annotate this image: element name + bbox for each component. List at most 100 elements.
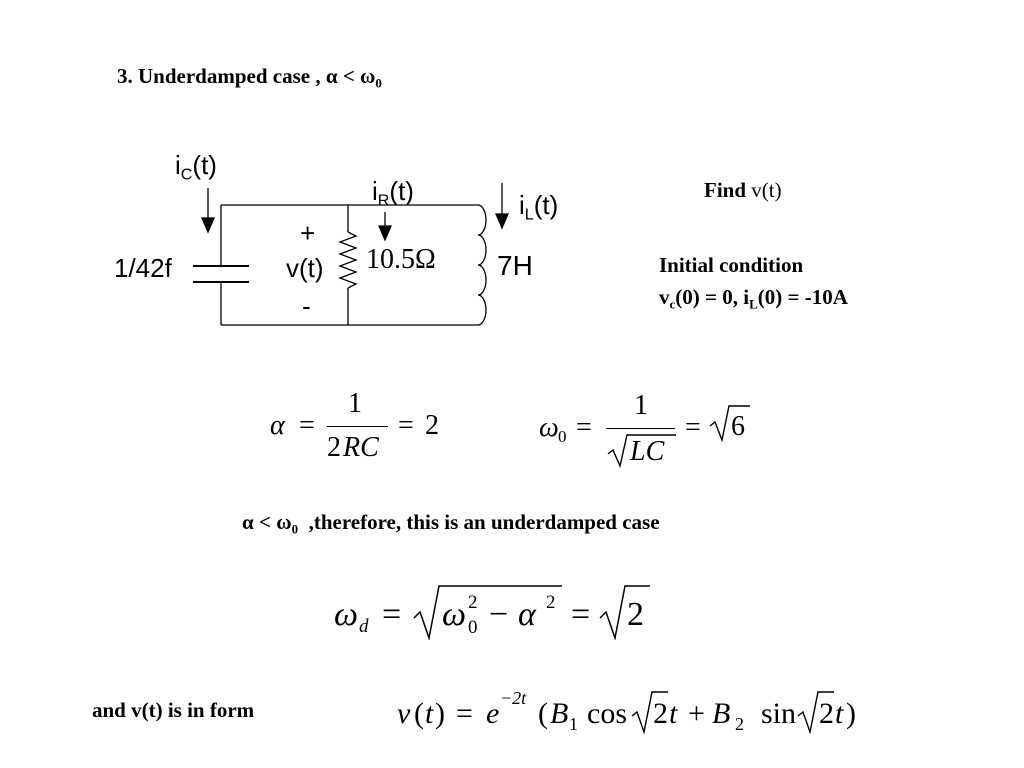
vt-exponent: −2t	[500, 688, 527, 708]
resistor-value: 10.5Ω	[366, 244, 436, 275]
ir-label: iR(t)	[372, 176, 414, 210]
capacitor-plates	[193, 265, 249, 283]
omegad-alpha: α	[518, 596, 536, 633]
vt-e: e	[486, 697, 500, 730]
omegad-lhs: ω	[334, 596, 359, 633]
vt-b2-sub: 2	[735, 714, 744, 734]
vt-lparen: (	[414, 697, 424, 730]
omega0-value-radical-sign	[709, 405, 750, 442]
il-label: iL(t)	[519, 190, 559, 224]
omega0-den-lc: LC	[630, 436, 665, 467]
vt-b1-sub: 1	[569, 714, 578, 734]
heading-omega: ω	[360, 64, 376, 88]
ir-label-main: i	[372, 176, 378, 206]
vt-t: t	[425, 697, 434, 730]
omega0-numerator: 1	[634, 390, 648, 421]
conclusion-text: ,therefore, this is an underdamped case	[298, 510, 660, 534]
il-label-sub: L	[524, 205, 534, 224]
ir-label-sub: R	[377, 191, 390, 210]
omega0-lhs-sub: 0	[558, 427, 567, 446]
find-statement: Find v(t)	[704, 178, 782, 203]
initial-v: v	[659, 285, 670, 309]
conclusion-omega: ω	[276, 510, 292, 534]
omega0-fraction-bar	[606, 428, 675, 429]
current-arrows	[201, 183, 509, 242]
conclusion-omega-sub: 0	[291, 521, 299, 537]
vt-b2: B	[712, 697, 731, 730]
inductor-coil	[477, 204, 487, 326]
omegad-omega: ω	[442, 596, 467, 633]
vt-b1: B	[550, 697, 569, 730]
vt-plus: +	[688, 697, 705, 730]
vt-t-b: t	[835, 697, 844, 730]
alpha-lhs: α	[270, 410, 285, 441]
ir-arrow-head	[378, 225, 392, 242]
initial-v-sub: c	[669, 296, 676, 312]
vt-cos: cos	[587, 697, 627, 730]
initial-part1: (0) = 0, i	[675, 285, 750, 309]
omegad-value-radical-sign	[599, 585, 650, 640]
omega0-value: 6	[731, 411, 745, 442]
capacitor-value: 1/42f	[114, 253, 172, 283]
omegad-radical-sign	[413, 585, 562, 640]
underdamped-conclusion: α < ω0 ,therefore, this is an underdampe…	[242, 510, 660, 537]
voltage-minus-sign: -	[302, 291, 311, 321]
vt-equals: =	[456, 697, 473, 730]
vt-close-paren: )	[846, 697, 856, 730]
vt-two-b: 2	[819, 697, 834, 730]
find-prefix: Find	[704, 178, 752, 202]
omegad-value: 2	[627, 596, 644, 633]
omegad-omega-sup: 2	[468, 592, 478, 613]
vt-rparen: )	[435, 697, 445, 730]
omegad-alpha-sup: 2	[546, 592, 556, 613]
alpha-fraction-bar	[327, 426, 388, 427]
resistor-zigzag	[338, 231, 358, 289]
initial-condition-values: vc(0) = 0, iL(0) = -10A	[659, 285, 848, 312]
vt-t-a: t	[669, 697, 678, 730]
vt-sin: sin	[761, 697, 797, 730]
ic-label-sub: C	[180, 165, 193, 184]
omega0-eq2: =	[685, 412, 701, 443]
ic-label-main: i	[175, 150, 181, 180]
conclusion-op: <	[253, 510, 277, 534]
ic-arrow-head	[201, 217, 215, 234]
omegad-eq2: =	[571, 596, 591, 633]
heading-op: <	[337, 64, 361, 88]
alpha-eq1: =	[299, 410, 315, 441]
conclusion-alpha: α	[242, 510, 254, 534]
heading-alpha: α	[325, 64, 338, 88]
inductor-value: 7H	[497, 250, 533, 281]
il-label-main: i	[519, 190, 525, 220]
initial-part2: (0) = -10A	[757, 285, 848, 309]
il-arrow-head	[495, 213, 509, 230]
initial-i-sub: L	[749, 296, 758, 312]
voltage-plus-sign: +	[300, 218, 316, 248]
il-label-tail: (t)	[533, 190, 559, 220]
alpha-den-2: 2	[327, 432, 341, 463]
initial-condition-title: Initial condition	[659, 253, 804, 277]
omega0-eq1: =	[576, 412, 592, 443]
omegad-lhs-sub: d	[359, 616, 369, 637]
alpha-eq2: =	[398, 410, 414, 441]
find-target: v(t)	[751, 178, 782, 202]
omega0-radical-sign	[607, 434, 676, 468]
omega0-lhs: ω	[539, 412, 559, 443]
ir-label-tail: (t)	[389, 176, 414, 206]
vt-open-paren: (	[538, 697, 548, 730]
ic-label-tail: (t)	[192, 150, 217, 180]
heading-prefix: 3. Underdamped case ,	[117, 64, 326, 88]
alpha-value: 2	[425, 410, 439, 441]
vt-sin-radical-sign	[797, 691, 834, 734]
vt-v: v	[397, 697, 411, 730]
omegad-eq1: =	[382, 596, 402, 633]
omegad-minus: −	[489, 596, 509, 633]
vt-two-a: 2	[653, 697, 668, 730]
alpha-den-rc: RC	[343, 432, 379, 463]
alpha-numerator: 1	[348, 388, 362, 419]
voltage-label: v(t)	[286, 253, 324, 283]
form-label: and v(t) is in form	[92, 698, 255, 722]
vt-cos-radical-sign	[631, 691, 668, 734]
circuit-wires	[220, 204, 487, 326]
ic-label: iC(t)	[175, 150, 217, 184]
